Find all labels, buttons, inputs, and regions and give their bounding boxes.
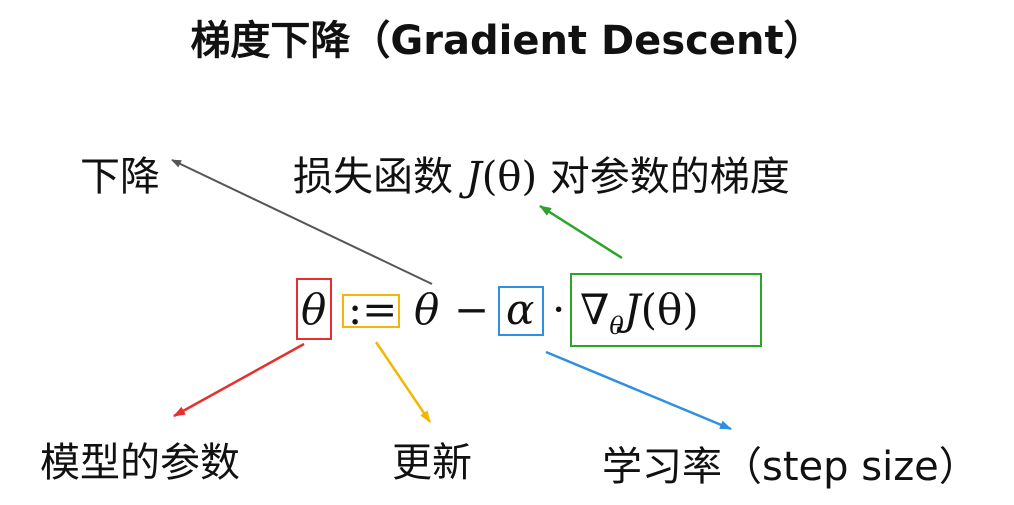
- gradient-label-math: J(θ): [466, 154, 537, 200]
- formula-j: J: [623, 285, 641, 334]
- gradient-label: 损失函数 J(θ) 对参数的梯度: [293, 144, 790, 202]
- update-label: 更新: [392, 440, 472, 486]
- descent-label: 下降: [80, 154, 160, 200]
- diagram-title: 梯度下降（Gradient Descent）: [190, 18, 824, 64]
- gradient-label-j: J: [465, 154, 482, 200]
- formula-j-arg: (θ): [640, 285, 699, 334]
- model-params-label: 模型的参数: [40, 440, 240, 486]
- gradient-arrow: [539, 204, 623, 260]
- formula-theta-rhs: θ: [414, 285, 440, 334]
- gradient-box: [570, 273, 762, 347]
- nabla-symbol: ∇: [580, 285, 610, 334]
- formula-gradient: ∇θJ(θ): [580, 272, 699, 348]
- learning-rate-label: 学习率（step size）: [602, 444, 979, 490]
- nabla-subscript: θ: [609, 312, 624, 340]
- formula-dot: ·: [552, 285, 566, 334]
- gradient-label-arg: (θ): [481, 154, 538, 200]
- gradient-label-prefix: 损失函数: [293, 154, 453, 200]
- gradient-label-suffix: 对参数的梯度: [549, 154, 790, 200]
- formula-assign: :=: [348, 285, 398, 334]
- formula-minus: −: [454, 285, 490, 334]
- model-params-arrow: [173, 342, 305, 418]
- theta-param-box: [296, 278, 332, 340]
- descent-arrow: [171, 159, 433, 285]
- update-arrow: [374, 341, 432, 423]
- assign-box: [342, 294, 400, 328]
- formula-alpha: α: [506, 285, 535, 334]
- alpha-box: [498, 286, 544, 336]
- learning-rate-arrow: [545, 350, 732, 431]
- formula-theta-lhs: θ: [301, 285, 327, 334]
